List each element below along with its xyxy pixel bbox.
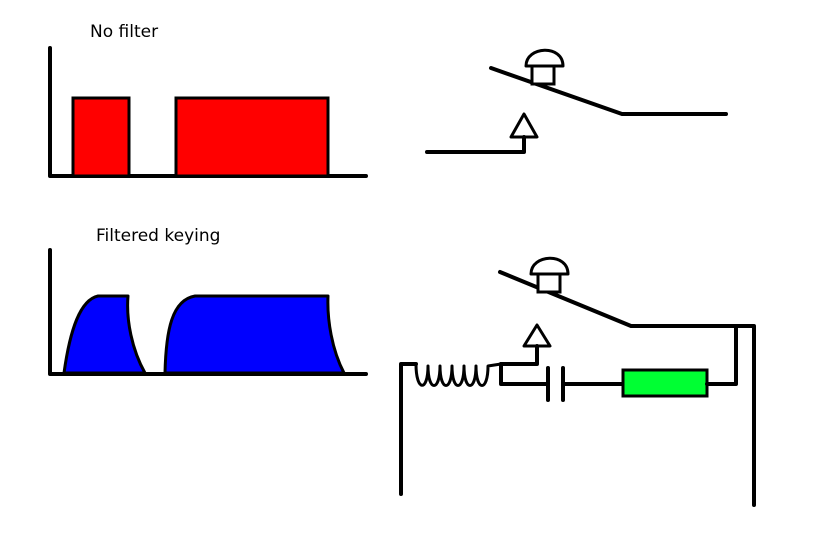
filtered-pulse-2 <box>163 294 346 375</box>
resistor-icon <box>621 368 709 398</box>
inductor-coil-icon <box>414 362 503 387</box>
no-filter-label: No filter <box>90 22 159 42</box>
filter-wire-right <box>705 324 738 386</box>
unfiltered-pulse-2 <box>174 96 330 178</box>
filtered-pulse-1 <box>62 294 147 375</box>
filtered-keying-label: Filtered keying <box>96 226 221 246</box>
key-lever-and-supply <box>498 270 756 507</box>
filtered-key-circuit <box>399 256 756 507</box>
contact-stem <box>499 344 539 366</box>
simple-key-circuit <box>425 48 728 154</box>
unfiltered-waveform <box>48 46 368 178</box>
contact-triangle-icon <box>509 112 539 139</box>
contact-wire <box>425 135 526 154</box>
capacitor-icon <box>546 366 565 402</box>
key-lever <box>489 66 728 116</box>
unfiltered-pulse-1 <box>71 96 131 178</box>
filtered-waveform <box>48 248 368 376</box>
contact-triangle-icon <box>522 323 552 348</box>
telegraph-key-knob-icon <box>529 256 570 294</box>
left-wire <box>399 362 418 496</box>
telegraph-key-knob-icon <box>524 48 565 86</box>
filter-wire-left <box>499 362 550 386</box>
